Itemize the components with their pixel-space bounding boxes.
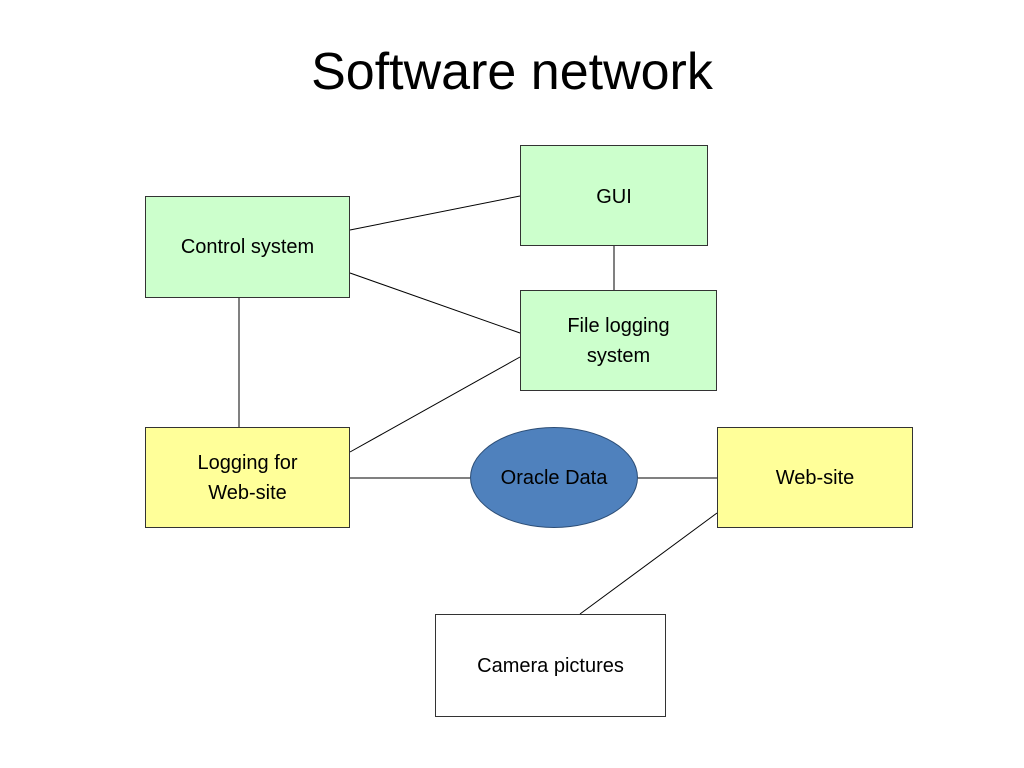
gui-label: GUI	[596, 186, 632, 208]
edge-website-camera	[579, 512, 718, 615]
edge-loggingweb-filelogging	[349, 356, 521, 453]
camera-pictures-label: Camera pictures	[477, 654, 624, 677]
oracle-data-ellipse: Oracle Data	[470, 427, 638, 528]
slide-title: Software network	[311, 43, 713, 101]
logging-for-website-box: Logging for Web-site	[145, 427, 350, 528]
oracle-data-label: Oracle Data	[500, 466, 608, 489]
website-box: Web-site	[717, 427, 913, 528]
gui-box: GUI	[520, 145, 708, 246]
edge-control-gui	[349, 195, 521, 231]
logging-for-website-label: Logging for Web-site	[197, 451, 298, 504]
control-system-box: Control system	[145, 196, 350, 298]
website-label: Web-site	[775, 466, 855, 489]
control-system-label: Control system	[180, 236, 315, 258]
file-logging-system-box: File logging system	[520, 290, 717, 391]
camera-pictures-box: Camera pictures	[435, 614, 666, 717]
file-logging-system-label: File logging system	[567, 314, 670, 367]
edge-control-filelogging	[349, 272, 521, 334]
